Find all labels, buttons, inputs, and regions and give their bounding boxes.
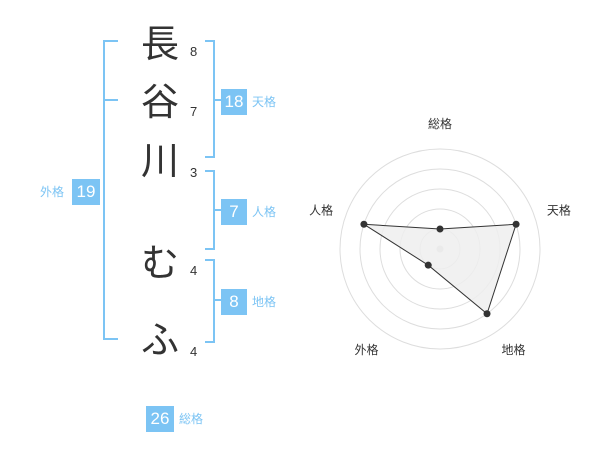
radar-axis-label-4: 外格 bbox=[355, 342, 379, 357]
name-char-1: 長 bbox=[140, 22, 179, 66]
radar-point-5 bbox=[360, 220, 368, 228]
soukaku-label: 総格 bbox=[179, 412, 204, 426]
name-char-3: 川 bbox=[140, 139, 179, 183]
radar-grid-ring bbox=[339, 148, 541, 350]
stroke-count-5: 4 bbox=[190, 344, 198, 359]
radar-polygon bbox=[363, 223, 517, 315]
radar-axis-label-5: 人格 bbox=[309, 202, 333, 217]
name-char-4: む bbox=[140, 241, 179, 285]
radar-point-4 bbox=[424, 261, 432, 269]
stroke-count-1: 8 bbox=[190, 44, 198, 59]
stroke-count-2: 7 bbox=[190, 104, 198, 119]
radar-grid-ring bbox=[359, 168, 521, 330]
chikaku-label: 地格 bbox=[252, 295, 277, 309]
name-char-2: 谷 bbox=[140, 80, 179, 124]
gaikaku-value-box: 19 bbox=[72, 179, 100, 205]
jinkaku-value-box: 7 bbox=[221, 199, 247, 225]
gaikaku-label: 外格 bbox=[40, 185, 65, 199]
tenkaku-value-box: 18 bbox=[221, 89, 247, 115]
gaikaku-bracket bbox=[103, 40, 118, 340]
stroke-count-3: 3 bbox=[190, 165, 198, 180]
radar-axis-label-1: 総格 bbox=[428, 116, 452, 131]
radar-point-2 bbox=[512, 220, 520, 228]
stroke-count-4: 4 bbox=[190, 263, 198, 278]
radar-axis-label-3: 地格 bbox=[501, 342, 525, 357]
radar-point-3 bbox=[483, 310, 491, 318]
radar-axis-label-2: 天格 bbox=[547, 202, 571, 217]
name-char-5: ふ bbox=[140, 318, 179, 362]
radar-point-1 bbox=[436, 225, 444, 233]
soukaku-value-box: 26 bbox=[146, 406, 174, 432]
chikaku-value-box: 8 bbox=[221, 289, 247, 315]
tenkaku-label: 天格 bbox=[252, 95, 277, 109]
jinkaku-label: 人格 bbox=[252, 205, 277, 219]
